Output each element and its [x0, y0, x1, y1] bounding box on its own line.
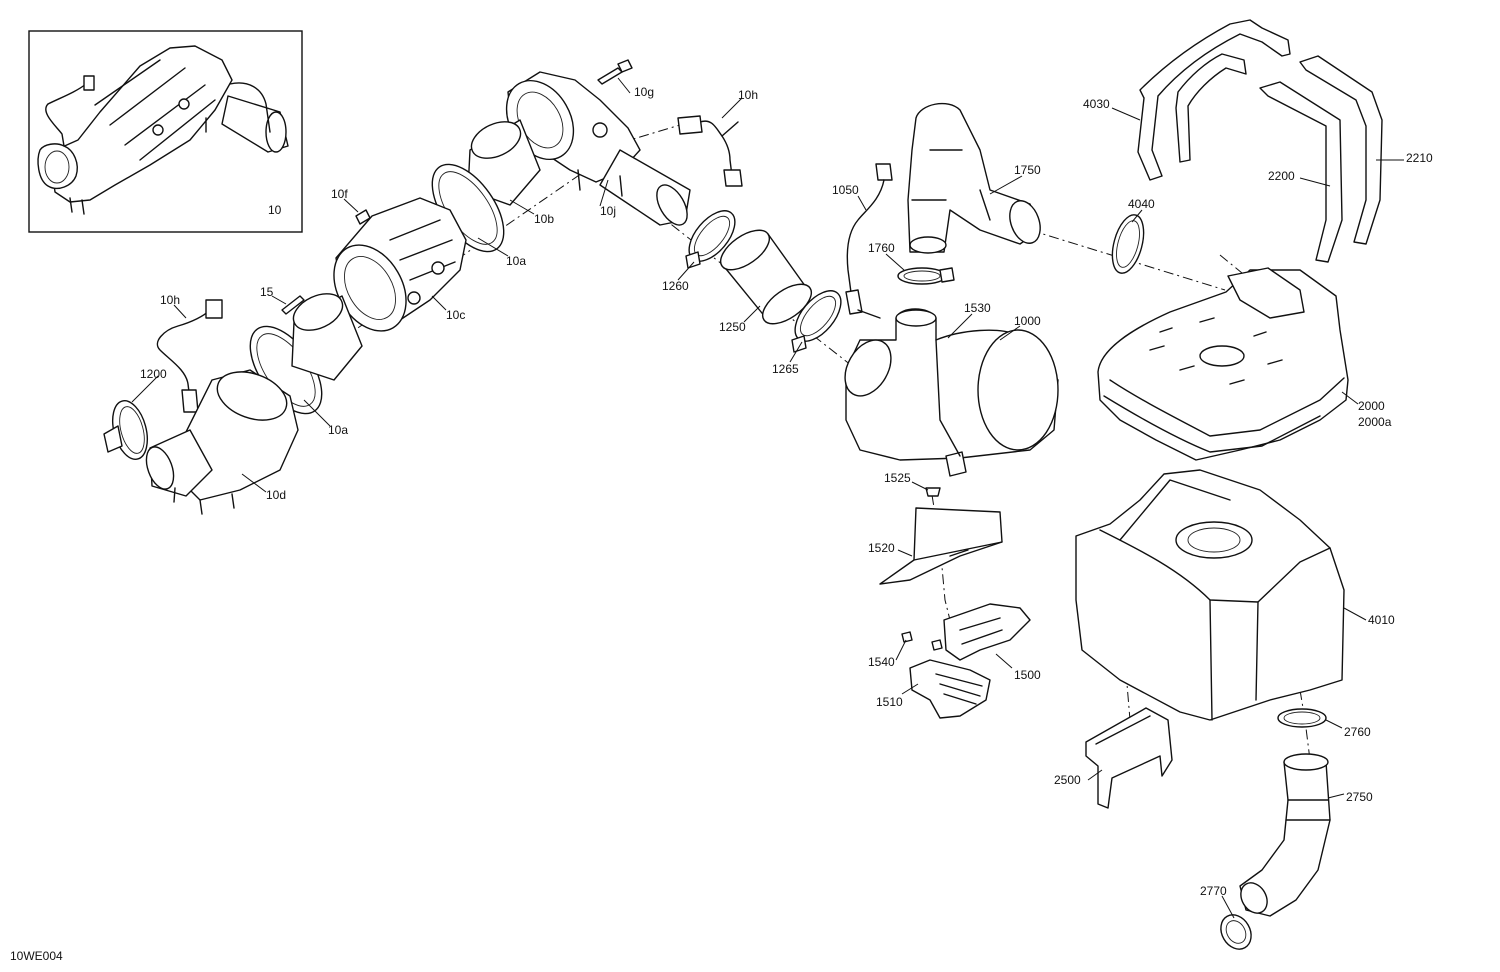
label-1500: 1500: [1014, 668, 1041, 682]
part-1750-elbow-pipe: [907, 102, 1041, 254]
label-2770: 2770: [1200, 884, 1227, 898]
label-2750: 2750: [1346, 790, 1373, 804]
inset-label: 10: [268, 203, 282, 217]
part-4030-strap: [1137, 19, 1291, 181]
part-10d-inlet: [145, 369, 299, 515]
label-2500: 2500: [1054, 773, 1081, 787]
part-1760-clamp: [897, 267, 955, 285]
inset-frame: [28, 30, 303, 233]
label-4010: 4010: [1368, 613, 1395, 627]
label-4030: 4030: [1083, 97, 1110, 111]
leader-lines: [131, 77, 1404, 919]
label-1510: 1510: [876, 695, 903, 709]
part-15-screw: [281, 295, 305, 315]
part-1265-clamp: [791, 290, 842, 353]
label-15: 15: [260, 285, 274, 299]
diagram-reference: 10WE004: [10, 949, 63, 963]
label-10h-top: 10h: [738, 88, 758, 102]
label-10d: 10d: [266, 488, 286, 502]
label-1200: 1200: [140, 367, 167, 381]
label-2000a: 2000a: [1358, 415, 1392, 429]
part-1000-muffler: [844, 308, 1059, 477]
label-2760: 2760: [1344, 725, 1371, 739]
label-1260: 1260: [662, 279, 689, 293]
label-10b: 10b: [534, 212, 554, 226]
label-10f: 10f: [331, 187, 348, 201]
part-2750-tailpipe: [1239, 753, 1331, 917]
label-1265: 1265: [772, 362, 799, 376]
label-1525: 1525: [884, 471, 911, 485]
label-10a-top: 10a: [506, 254, 526, 268]
label-1250: 1250: [719, 320, 746, 334]
label-1540: 1540: [868, 655, 895, 669]
part-4010-lower-shield: [1075, 469, 1345, 721]
label-2000: 2000: [1358, 399, 1385, 413]
label-2200: 2200: [1268, 169, 1295, 183]
part-1540-screws: [901, 631, 943, 651]
part-10h-left-sensor: [156, 299, 223, 413]
part-2770-clamp: [1220, 914, 1252, 950]
label-1520: 1520: [868, 541, 895, 555]
label-4040: 4040: [1128, 197, 1155, 211]
inset-assembly-drawing: [37, 45, 289, 215]
part-1500-bracket: [943, 603, 1031, 661]
part-2210-strap: [1299, 55, 1383, 245]
inset-assembly: 10: [28, 30, 303, 233]
part-1200-clamp: [103, 400, 148, 460]
part-4040-clamp: [1111, 214, 1145, 274]
label-10j: 10j: [600, 204, 616, 218]
part-10c-center-housing: [333, 197, 467, 332]
label-1000: 1000: [1014, 314, 1041, 328]
part-10h-top-sensor: [677, 115, 743, 187]
part-1520-heat-shield: [879, 507, 1003, 585]
part-labels: 10g 10h 10f 10b 10j 10a 10c 15 10h 1200 …: [140, 85, 1433, 898]
label-10c: 10c: [446, 308, 465, 322]
part-1510-module: [909, 659, 991, 719]
label-10g: 10g: [634, 85, 654, 99]
label-10h-left: 10h: [160, 293, 180, 307]
part-2200-strap: [1175, 53, 1343, 263]
label-1050: 1050: [832, 183, 859, 197]
label-2210: 2210: [1406, 151, 1433, 165]
part-lower-sleeve: [291, 293, 363, 381]
part-1260-clamp: [685, 210, 736, 269]
part-10g-bolt: [597, 59, 633, 85]
part-1250-tube: [719, 229, 813, 325]
part-2500-bracket: [1085, 707, 1173, 809]
part-2760-clamp: [1277, 708, 1327, 728]
label-1530: 1530: [964, 301, 991, 315]
label-10a-bottom: 10a: [328, 423, 348, 437]
label-1760: 1760: [868, 241, 895, 255]
part-2000-upper-shield: [1097, 267, 1349, 461]
label-1750: 1750: [1014, 163, 1041, 177]
part-1050-sensor: [845, 163, 893, 319]
part-1525-screw: [925, 487, 941, 497]
